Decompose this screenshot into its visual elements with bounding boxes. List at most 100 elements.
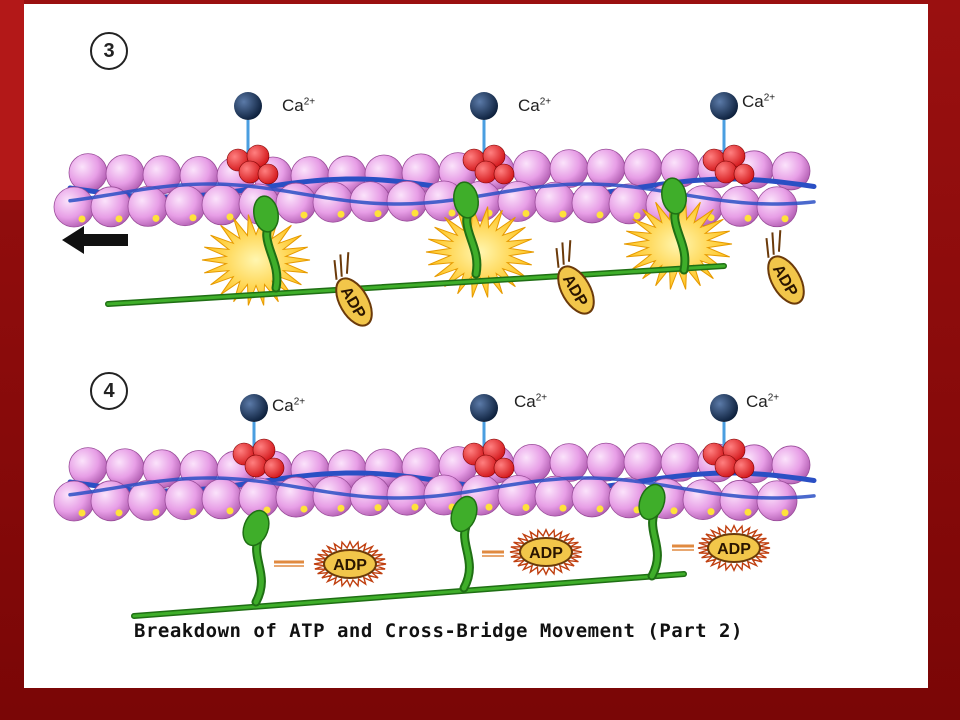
direction-arrow-icon [62,226,128,254]
myosin-head-bulb [450,495,478,533]
binding-site [744,508,752,516]
phosphate-stub [765,238,770,258]
myosin-head [638,483,666,581]
troponin-subunit [714,160,738,184]
adp-body [557,265,595,315]
calcium-label: Ca2+ [742,92,776,111]
binding-site [78,215,86,223]
adp-molecule: ADP [697,524,771,572]
troponin-complex [702,394,755,479]
binding-site [522,504,530,512]
actin-subunit [756,186,798,228]
adp-aura [697,524,771,572]
troponin-subunit [733,457,755,479]
adp-label: ADP [529,545,563,562]
binding-site [226,213,234,221]
binding-site [263,506,271,514]
adp-aura [509,528,583,576]
calcium-label: Ca2+ [746,392,780,411]
calcium-label: Ca2+ [518,96,552,115]
calcium-label: Ca2+ [272,396,306,415]
binding-site [374,504,382,512]
adp-molecule: ADP [555,240,595,315]
phosphate-stub [771,232,775,255]
phosphate-stub [339,254,343,277]
step-4-label: 4 [90,372,128,410]
adp-molecule: ADP [509,528,583,576]
troponin-subunit [733,163,755,185]
binding-site [337,210,345,218]
myosin-head-bulb [453,181,479,219]
actin-subunit [623,442,663,482]
adp-body [519,537,573,567]
arrow-shape [62,226,128,254]
binding-site [152,508,160,516]
binding-site [337,504,345,512]
adp-aura [313,540,387,588]
panel-3-actin-filament [53,148,817,228]
troponin-complex [232,394,285,479]
binding-site [707,508,715,516]
actin-subunit [719,185,761,227]
binding-site [522,210,530,218]
troponin-complex [462,92,515,185]
troponin-subunit [493,163,515,185]
calcium-ion [710,394,738,422]
adp-body [767,255,805,305]
actin-subunit [719,479,761,521]
actin-subunit [386,474,428,516]
adp-label: ADP [717,541,751,558]
binding-site [189,508,197,516]
actin-subunit [571,182,613,224]
troponin-subunit [714,454,738,478]
binding-site [559,210,567,218]
tropomyosin-strand [68,182,816,206]
troponin-complex [702,92,755,185]
troponin-subunit [244,454,268,478]
actin-subunit [53,480,95,522]
binding-site [781,509,789,517]
slide-accent-bar [0,0,24,200]
phosphate-stub [345,252,350,274]
actin-subunit [623,148,663,188]
actin-subunit [756,480,798,522]
binding-site [633,212,641,220]
actin-subunit [164,479,206,521]
adp-molecule: ADP [765,230,805,305]
binding-site [559,504,567,512]
adp-molecule: ADP [333,252,373,327]
phosphate-stub [333,260,338,280]
calcium-label: Ca2+ [282,96,316,115]
myosin-head [450,495,478,593]
myosin-head [661,177,690,275]
binding-site [670,507,678,515]
myosin-head-bulb [253,195,279,233]
troponin-complex [226,92,279,185]
calcium-label: Ca2+ [514,392,548,411]
binding-site [448,209,456,217]
binding-site [152,214,160,222]
troponin-subunit [493,457,515,479]
actin-subunit [201,184,243,226]
binding-site [78,509,86,517]
actin-subunit [386,180,428,222]
phosphate-stub [777,230,782,252]
binding-site [300,505,308,513]
troponin-subunit [474,454,498,478]
phosphate-stub [567,240,572,262]
binding-site [189,214,197,222]
binding-site [744,214,752,222]
calcium-ion [710,92,738,120]
actin-subunit [682,479,724,521]
adp-body [335,277,373,327]
diagram-caption: Breakdown of ATP and Cross-Bridge Moveme… [134,620,743,642]
myosin-head [453,181,482,279]
adp-body [323,549,377,579]
myosin-filament [132,572,686,618]
binding-site [300,211,308,219]
adp-body [707,533,761,563]
calcium-ion [234,92,262,120]
binding-site [596,505,604,513]
